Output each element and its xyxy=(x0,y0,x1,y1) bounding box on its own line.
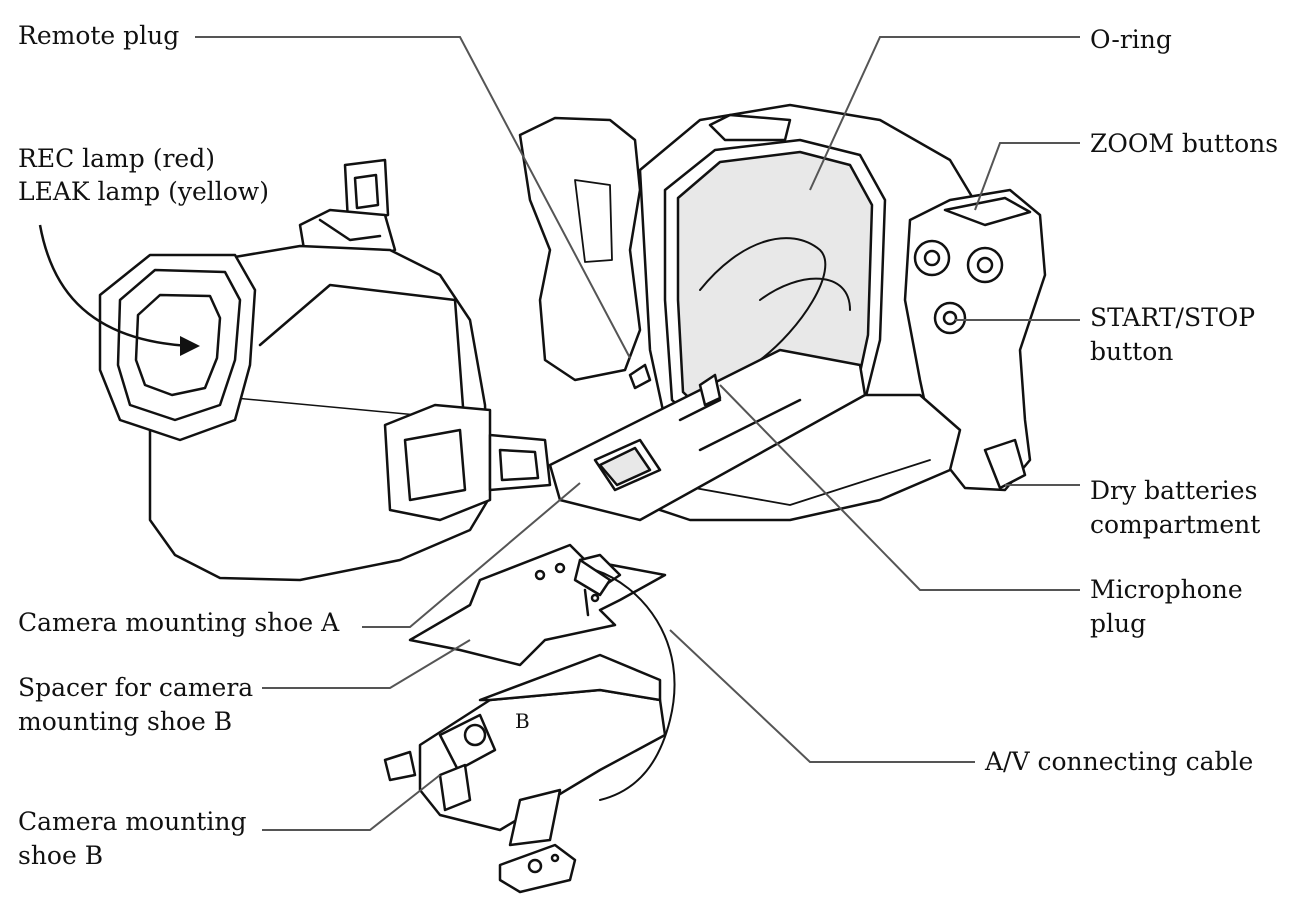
leader-shoe-b xyxy=(262,774,441,831)
mounting-shoe-b xyxy=(383,558,676,894)
rec-lamp-arrow xyxy=(38,224,191,348)
leader-remote-plug xyxy=(195,36,631,359)
leader-zoom-buttons xyxy=(974,142,1080,211)
label-shoe-a: Camera mounting shoe A xyxy=(18,608,340,637)
label-av-cable: A/V connecting cable xyxy=(985,747,1254,776)
label-start-stop-line1: START/STOP xyxy=(1090,303,1256,332)
leader-av-cable xyxy=(669,629,975,763)
label-leak-lamp: LEAK lamp (yellow) xyxy=(18,177,269,206)
label-microphone-line1: Microphone xyxy=(1090,575,1243,604)
label-shoe-b-line1: Camera mounting xyxy=(18,807,247,836)
rec-lamp-arrowhead xyxy=(180,336,200,356)
label-shoe-b-line2: shoe B xyxy=(18,841,104,870)
label-microphone-line2: plug xyxy=(1090,609,1147,638)
label-dry-batteries-line1: Dry batteries xyxy=(1090,476,1258,505)
leader-shoe-a xyxy=(362,482,581,628)
label-o-ring: O-ring xyxy=(1090,25,1172,54)
label-remote-plug: Remote plug xyxy=(18,21,180,50)
spacer-plate xyxy=(408,543,667,667)
label-spacer-line1: Spacer for camera xyxy=(18,673,254,702)
label-rec-lamp: REC lamp (red) xyxy=(18,144,215,173)
label-zoom-buttons: ZOOM buttons xyxy=(1090,129,1279,158)
label-start-stop-line2: button xyxy=(1090,337,1174,366)
leader-o-ring xyxy=(809,36,1080,191)
rear-housing xyxy=(98,158,552,582)
label-dry-batteries-line2: compartment xyxy=(1090,510,1261,539)
leader-spacer xyxy=(262,639,471,689)
label-spacer-line2: mounting shoe B xyxy=(18,707,233,736)
part-letter-b: B xyxy=(515,709,530,733)
leader-microphone xyxy=(719,384,1080,591)
